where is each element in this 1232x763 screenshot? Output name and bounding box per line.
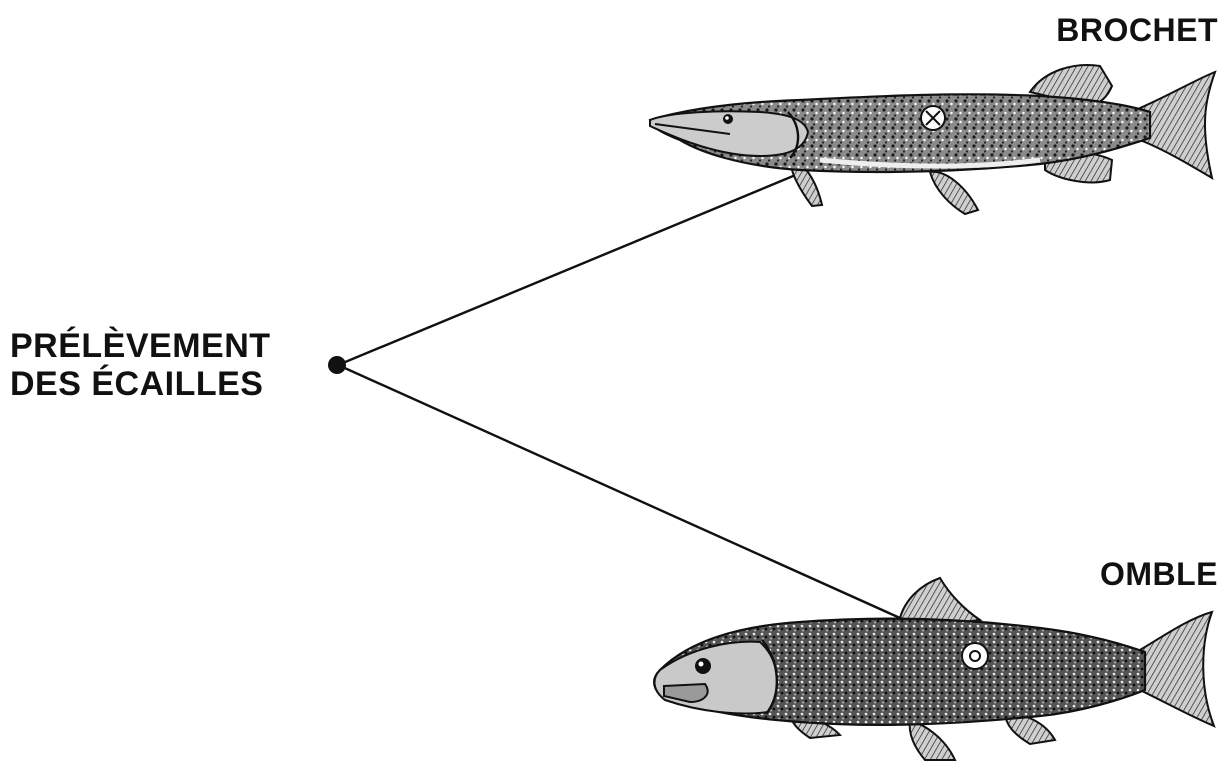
pike-icon [650,65,1215,214]
char-icon [654,578,1214,760]
connector-line-omble [338,365,900,618]
origin-dot [328,356,346,374]
